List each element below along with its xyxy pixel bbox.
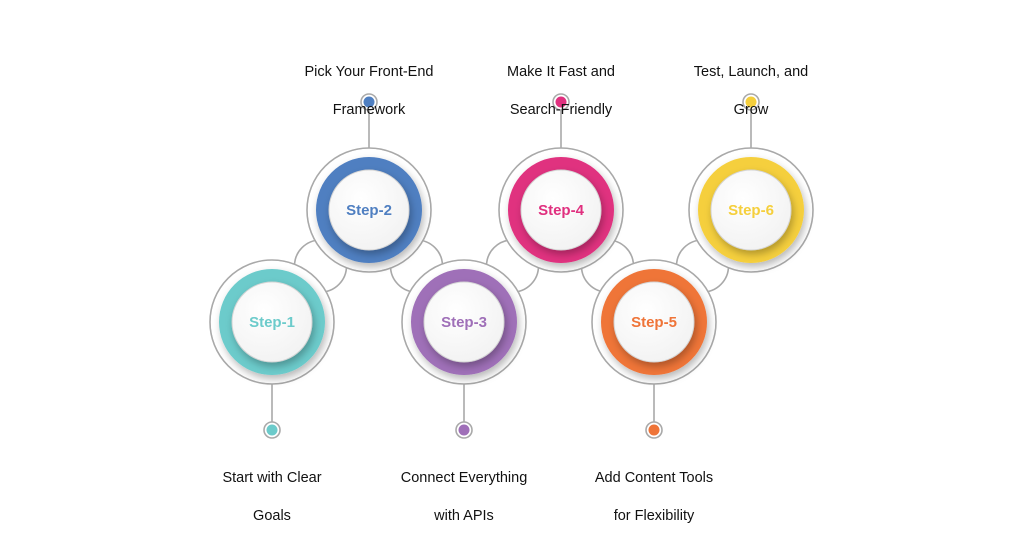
step-4-caption-line-2: Search-Friendly [509, 102, 613, 118]
step-3-marker-dot [458, 424, 470, 436]
step-2-inner-disc [328, 169, 410, 251]
step-6-caption-line-2: Grow [733, 102, 769, 118]
step-2-node: Step-2 [316, 93, 422, 263]
step-4-marker-dot [555, 96, 567, 108]
step-2-caption: Pick Your Front-End Framework [274, 44, 464, 139]
step-3-inner-disc [423, 281, 505, 363]
step-4-label: Step-4 [538, 202, 585, 219]
step-6-label: Step-6 [728, 202, 774, 219]
step-2-label: Step-2 [346, 202, 392, 219]
step-3-label: Step-3 [441, 314, 487, 331]
step-5-caption-line-2: for Flexibility [613, 508, 695, 524]
step-2-caption-line-2: Framework [332, 102, 406, 118]
step-5-caption: Add Content Tools for Flexibility [559, 450, 749, 545]
step-6-caption: Test, Launch, and Grow [656, 44, 846, 139]
step-6-marker-dot [745, 96, 757, 108]
step-6-node: Step-6 [698, 93, 804, 263]
step-4-node: Step-4 [508, 93, 614, 263]
step-5-caption-line-1: Add Content Tools [594, 470, 714, 486]
step-5-inner-disc [613, 281, 695, 363]
step-4-inner-disc [520, 169, 602, 251]
step-1-label: Step-1 [249, 314, 295, 331]
step-1-node: Step-1 [219, 269, 325, 439]
step-5-marker-dot [648, 424, 660, 436]
step-1-caption: Start with Clear Goals [177, 450, 367, 545]
step-2-caption-line-1: Pick Your Front-End [304, 64, 434, 80]
step-1-caption-line-1: Start with Clear [222, 470, 322, 486]
step-3-caption-line-2: with APIs [434, 508, 494, 524]
step-5-node: Step-5 [601, 269, 707, 439]
step-3-caption-line-1: Connect Everything [400, 470, 528, 486]
step-1-inner-disc [231, 281, 313, 363]
step-1-marker-dot [266, 424, 278, 436]
step-4-caption-line-1: Make It Fast and [507, 64, 615, 80]
step-1-caption-line-2: Goals [253, 508, 291, 524]
step-5-label: Step-5 [631, 314, 677, 331]
step-6-inner-disc [710, 169, 792, 251]
step-4-caption: Make It Fast and Search-Friendly [466, 44, 656, 139]
step-6-caption-line-1: Test, Launch, and [693, 64, 809, 80]
step-3-node: Step-3 [411, 269, 517, 439]
step-2-marker-dot [363, 96, 375, 108]
step-3-caption: Connect Everything with APIs [369, 450, 559, 545]
